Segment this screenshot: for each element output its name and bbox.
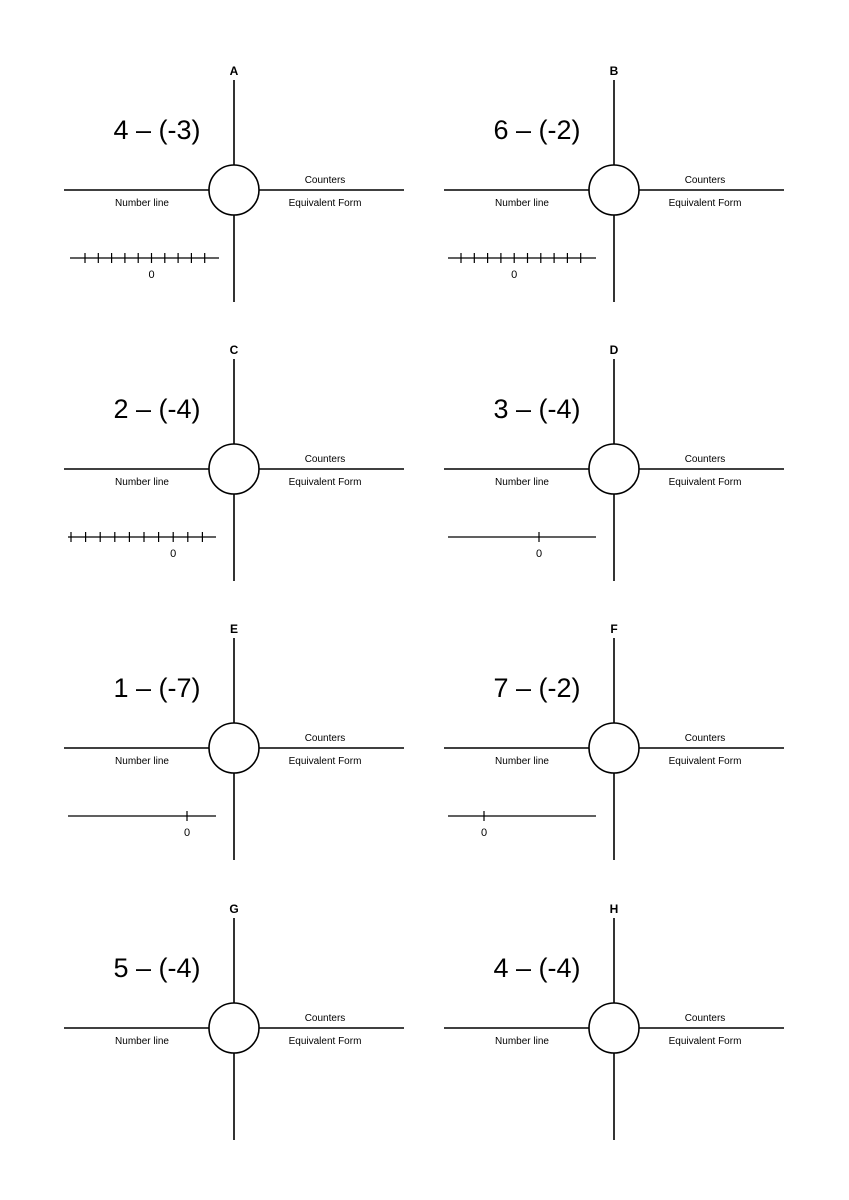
number-line-label: Number line [495,477,549,488]
zero-label: 0 [481,827,487,839]
zero-label: 0 [536,548,542,560]
number-line: 0 [448,811,596,839]
subtraction-expression: 4 – (-3) [113,115,200,145]
equivalent-form-label: Equivalent Form [669,756,742,767]
number-line: 0 [70,253,219,281]
card-letter: E [230,622,238,636]
number-line-label: Number line [115,198,169,209]
counters-label: Counters [685,454,726,465]
equivalent-form-label: Equivalent Form [669,1036,742,1047]
number-line: 0 [68,811,216,839]
subtraction-expression: 1 – (-7) [113,673,200,703]
zero-label: 0 [148,269,154,281]
zero-label: 0 [184,827,190,839]
equivalent-form-label: Equivalent Form [289,198,362,209]
center-circle [208,443,260,495]
number-line-label: Number line [495,756,549,767]
equivalent-form-label: Equivalent Form [289,756,362,767]
number-line-label: Number line [115,1036,169,1047]
number-line-label: Number line [495,198,549,209]
card-letter: H [610,902,619,916]
equivalent-form-label: Equivalent Form [669,477,742,488]
zero-label: 0 [170,548,176,560]
counters-label: Counters [685,1013,726,1024]
card-letter: B [610,64,619,78]
subtraction-expression: 7 – (-2) [493,673,580,703]
equivalent-form-label: Equivalent Form [289,477,362,488]
equivalent-form-label: Equivalent Form [669,198,742,209]
counters-label: Counters [305,175,346,186]
subtraction-expression: 4 – (-4) [493,953,580,983]
center-circle [588,1002,640,1054]
number-line-label: Number line [495,1036,549,1047]
card-letter: G [229,902,238,916]
subtraction-expression: 2 – (-4) [113,394,200,424]
zero-label: 0 [511,269,517,281]
card-letter: D [610,343,619,357]
center-circle [588,164,640,216]
counters-label: Counters [685,733,726,744]
subtraction-expression: 6 – (-2) [493,115,580,145]
counters-label: Counters [305,1013,346,1024]
subtraction-expression: 5 – (-4) [113,953,200,983]
number-line-label: Number line [115,477,169,488]
counters-label: Counters [685,175,726,186]
card-letter: A [230,64,239,78]
subtraction-expression: 3 – (-4) [493,394,580,424]
counters-label: Counters [305,454,346,465]
number-line: 0 [448,532,596,560]
center-circle [208,1002,260,1054]
center-circle [588,443,640,495]
number-line: 0 [448,253,596,281]
card-letter: F [610,622,617,636]
number-line-label: Number line [115,756,169,767]
center-circle [208,164,260,216]
equivalent-form-label: Equivalent Form [289,1036,362,1047]
center-circle [588,722,640,774]
center-circle [208,722,260,774]
counters-label: Counters [305,733,346,744]
number-line: 0 [68,532,216,560]
card-letter: C [230,343,239,357]
